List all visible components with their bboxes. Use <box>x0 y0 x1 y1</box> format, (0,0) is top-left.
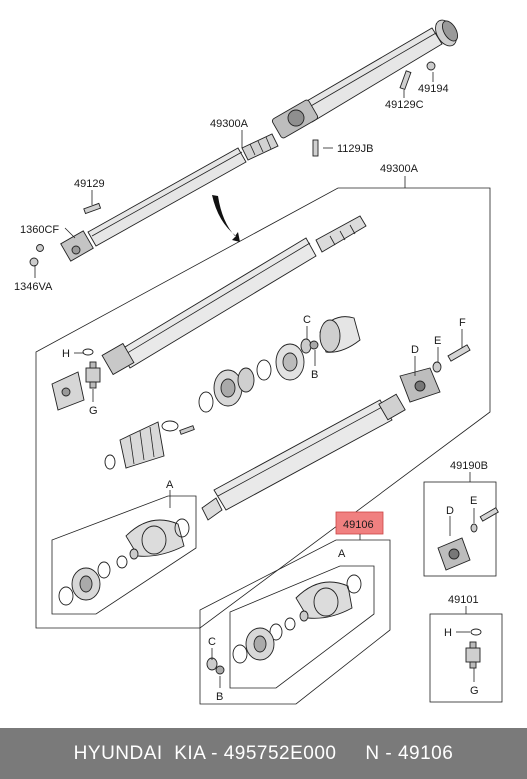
label-49101: 49101 <box>448 594 479 606</box>
part-number-footer: HYUNDAI KIA - 495752E000 N - 49106 <box>0 728 527 779</box>
label-E-main: E <box>434 335 441 347</box>
bearing-parts-main <box>58 518 190 606</box>
part-highlight-49106 <box>335 511 384 535</box>
assembled-propeller-shaft <box>29 19 459 267</box>
label-A-sub: A <box>338 548 346 560</box>
label-G-sub: G <box>470 685 479 697</box>
bearing-sub-box-49106 <box>229 565 375 689</box>
parts-diagram: 49194 49129C 49300A 1129JB 49129 49300A … <box>14 19 503 705</box>
label-49129: 49129 <box>74 178 105 190</box>
label-C-sub: C <box>208 636 216 648</box>
exploded-parts <box>51 215 471 521</box>
label-D-sub: D <box>446 505 454 517</box>
footer-text: HYUNDAI KIA - 495752E000 N - 49106 <box>73 742 454 764</box>
bearing-parts-49106 <box>206 574 362 688</box>
box-49190B <box>423 481 497 577</box>
label-49194: 49194 <box>418 83 449 95</box>
main-leader-lines <box>74 326 463 508</box>
assembly-box-49106 <box>199 539 391 705</box>
label-C-main: C <box>303 314 311 326</box>
labels: 49194 49129C 49300A 1129JB 49129 49300A … <box>14 83 488 703</box>
label-49129C: 49129C <box>385 99 424 111</box>
parts-49101 <box>456 628 482 682</box>
label-49300A-top: 49300A <box>210 118 249 130</box>
label-F-main: F <box>459 317 466 329</box>
label-B-main: B <box>311 369 318 381</box>
parts-49190B <box>437 507 499 571</box>
label-49190B: 49190B <box>450 460 488 472</box>
label-49300A-box: 49300A <box>380 163 419 175</box>
label-1360CF: 1360CF <box>20 224 59 236</box>
top-leader-lines <box>34 72 434 278</box>
label-A-main: A <box>166 479 174 491</box>
explode-arrow <box>212 195 240 242</box>
label-1129JB: 1129JB <box>337 143 374 155</box>
label-H-sub: H <box>444 627 452 639</box>
label-E-sub: E <box>470 495 477 507</box>
label-G-main: G <box>89 405 98 417</box>
label-49106: 49106 <box>343 519 374 531</box>
label-B-sub: B <box>216 691 223 703</box>
label-D-main: D <box>411 344 419 356</box>
label-1346VA: 1346VA <box>14 281 53 293</box>
bearing-sub-box-main <box>51 495 197 615</box>
label-H-main: H <box>62 348 70 360</box>
